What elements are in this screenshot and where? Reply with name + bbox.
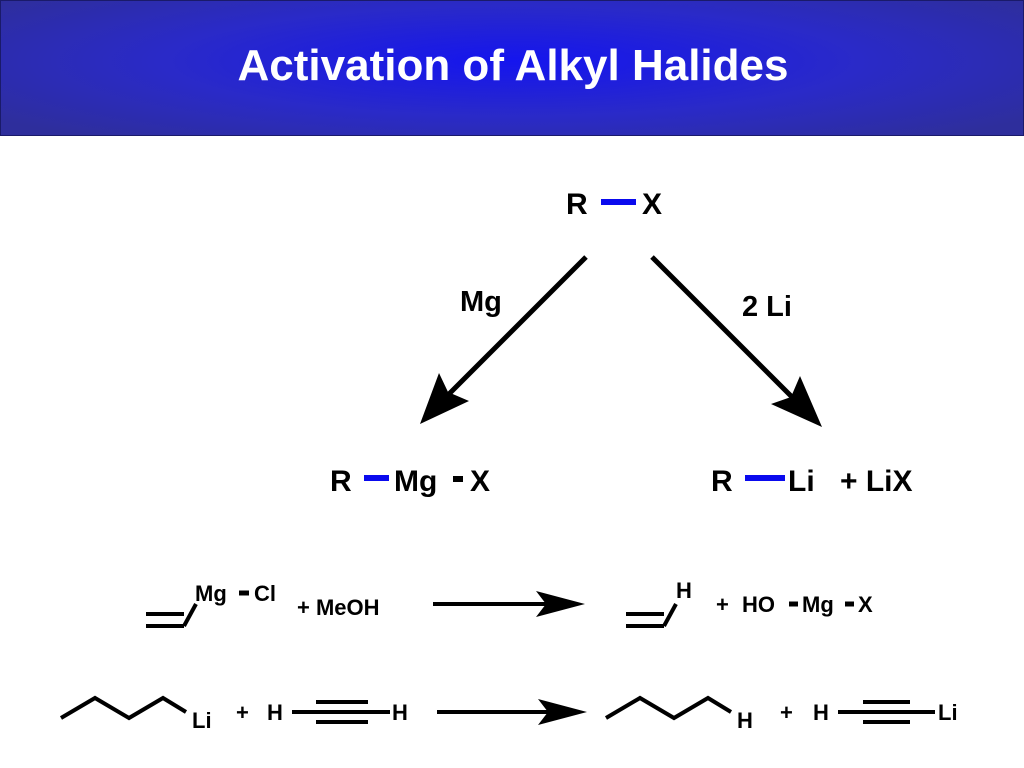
ex1-plus: + [716,592,729,617]
ex1-ho: HO [742,592,775,617]
ex1-cl: Cl [254,581,276,606]
ex1-product-h: H [676,578,692,603]
ex2-product-h: H [737,708,753,733]
ex2-li: Li [192,708,212,733]
arrow-to-grignard [443,255,588,400]
byproduct-lix: + LiX [840,465,913,498]
butane-chain [604,695,733,721]
arrowhead-grignard [420,373,469,424]
arrowhead-organolithium [771,376,822,427]
reagent-mg: Mg [460,286,502,318]
title-bar: Activation of Alkyl Halides [0,0,1024,136]
organolithium-r: R [711,465,733,498]
butyl-chain [59,695,188,721]
ethylene-c-h-bond [662,603,678,627]
grignard-mg: Mg [394,465,437,498]
reagent-li: 2 Li [742,291,792,323]
grignard-r: R [330,465,352,498]
start-r: R [566,188,588,221]
ex1-byproduct-mg: Mg [802,592,834,617]
ex2-plus2: + [780,700,793,725]
ex2-product-alkyne-li: Li [938,700,958,725]
ex2-plus1: + [236,700,249,725]
grignard-x: X [470,465,490,498]
slide-title: Activation of Alkyl Halides [237,41,789,90]
ex2-product-alkyne-h: H [813,700,829,725]
ex1-mg: Mg [195,581,227,606]
organolithium-li: Li [788,465,815,498]
start-x: X [642,188,662,221]
vinyl-c-mg-bond [182,603,198,627]
ex2-alkyne-h-right: H [392,700,408,725]
ex2-arrowhead [538,699,587,725]
arrow-to-organolithium [650,255,798,403]
ex1-meoh: + MeOH [297,595,380,620]
ex2-alkyne-h-left: H [267,700,283,725]
ex1-arrowhead [536,591,585,617]
ex1-byproduct-x: X [858,592,873,617]
